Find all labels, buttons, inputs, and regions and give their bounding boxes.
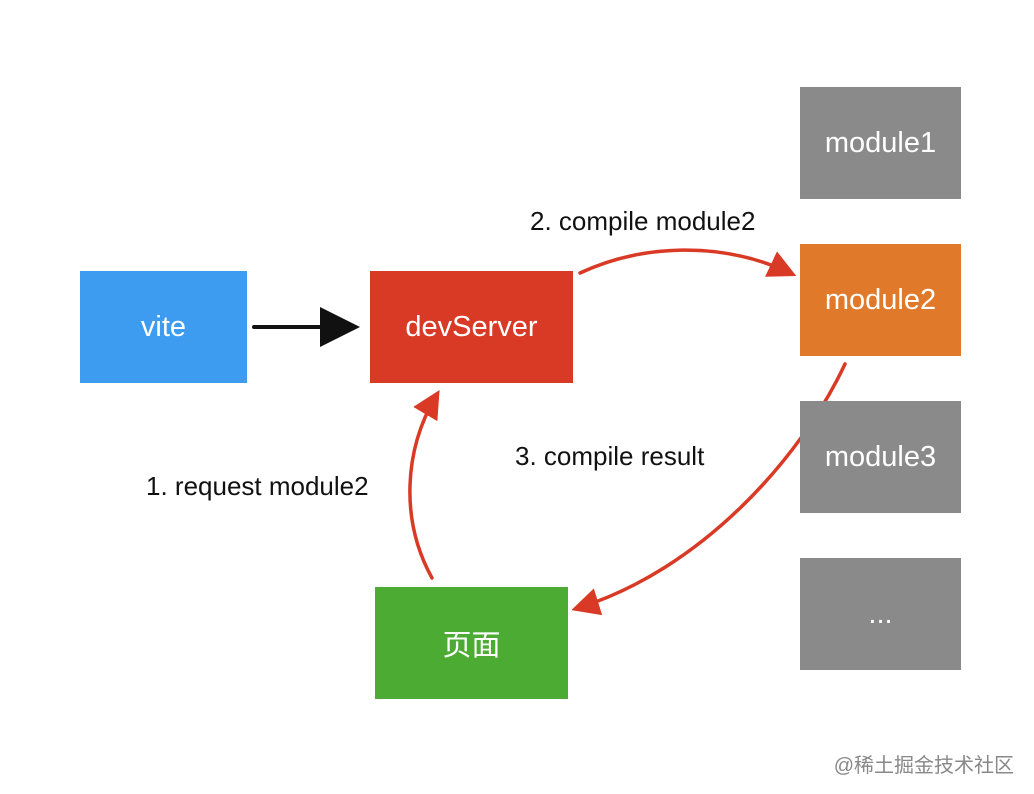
- page-node: 页面: [375, 587, 568, 699]
- page-label: 页面: [442, 630, 501, 662]
- more-modules-label: ...: [868, 597, 893, 630]
- edge-label-request: 1. request module2: [146, 471, 369, 501]
- vite-label: vite: [140, 310, 187, 343]
- module3-label: module3: [824, 440, 937, 473]
- module1-node: module1: [800, 87, 961, 199]
- devserver-label: devServer: [405, 310, 538, 343]
- module2-node: module2: [800, 244, 961, 356]
- edge-label-compile-module2: 2. compile module2: [530, 206, 756, 236]
- watermark: @稀土掘金技术社区: [833, 755, 1014, 777]
- module3-node: module3: [800, 401, 961, 513]
- more-modules-node: ...: [800, 558, 961, 670]
- edge-label-compile-result: 3. compile result: [515, 441, 705, 471]
- module1-label: module1: [824, 126, 937, 159]
- devserver-node: devServer: [370, 271, 573, 383]
- arrow-devserver-to-module2: [578, 248, 797, 277]
- arrow-page-to-devserver: [408, 389, 440, 580]
- module2-label: module2: [824, 283, 937, 316]
- vite-node: vite: [80, 271, 247, 383]
